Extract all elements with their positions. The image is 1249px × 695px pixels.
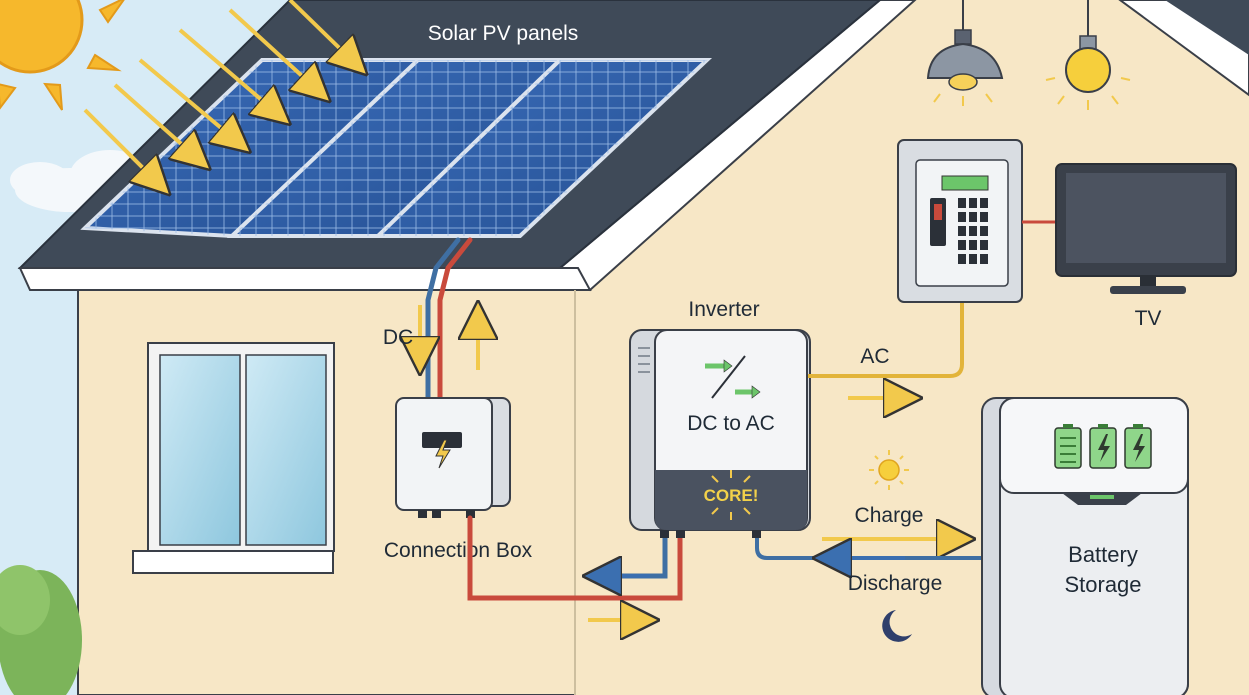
charge-sun-icon [869,450,909,490]
bush [0,565,82,695]
core-label: CORE! [704,486,759,505]
ceiling-lamp-icon [926,0,1004,106]
dc-arrows [420,305,478,370]
breaker-panel-icon [897,139,1023,303]
ac-cable [808,302,964,378]
dc-to-ac-label: DC to AC [687,412,775,435]
tv-icon [1055,163,1237,294]
ac-label: AC [860,345,889,368]
discharge-cable [755,538,998,560]
light-bulb-icon [1045,0,1131,110]
inverter-connectors [660,530,761,538]
sun-icon [0,0,125,111]
connection-box-label: Connection Box [384,539,533,562]
sun-rays [83,0,362,190]
inverter-icon [629,329,811,531]
connection-box [395,397,511,518]
window [132,342,335,574]
dc-label: DC [383,326,413,349]
battery-icon [981,397,1189,695]
battery-label-line2: Storage [1064,572,1141,597]
battery-label-line1: Battery [1068,542,1138,567]
charge-label: Charge [855,504,924,527]
lightning-icon [435,439,451,469]
moon-icon [882,610,912,642]
discharge-label: Discharge [848,572,943,595]
tv-label: TV [1135,307,1162,330]
gutter [18,267,592,291]
inverter-label: Inverter [688,298,759,321]
solar-panels-label: Solar PV panels [428,22,579,45]
sparkle-icon [711,470,751,520]
